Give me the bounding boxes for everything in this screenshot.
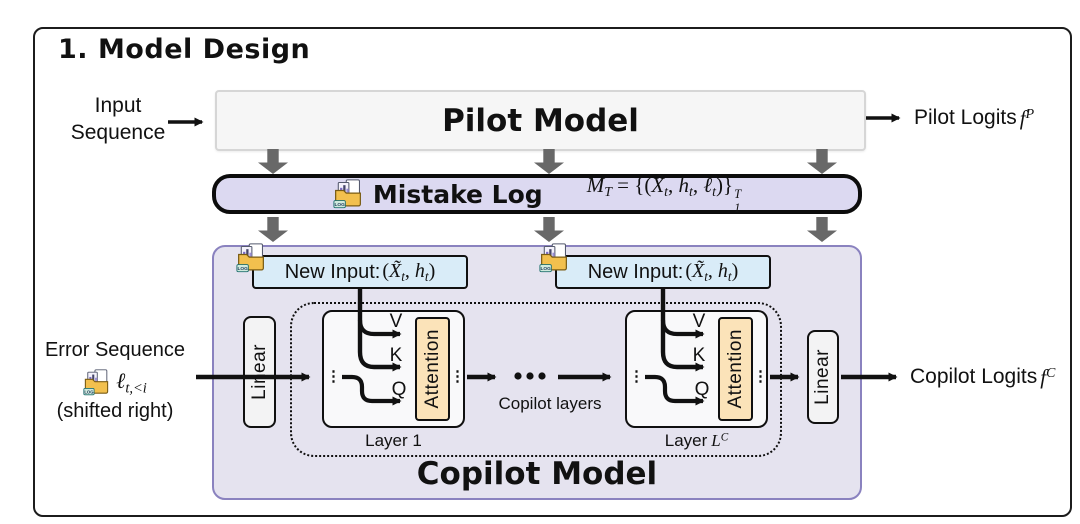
log-folder-icon (236, 243, 264, 273)
attention-box-layer1: Attention (415, 317, 450, 421)
pilot-model-box: Pilot Model (215, 90, 866, 151)
q-label: Q (391, 379, 407, 400)
linear-box-output: Linear (807, 330, 839, 424)
log-folder-icon (333, 179, 361, 209)
copilot-layers-note: Copilot layers (498, 394, 602, 413)
pilot-logits-label: Pilot Logits fP (914, 105, 1035, 130)
q-label: Q (694, 379, 710, 400)
vdots: ⋮ (629, 368, 644, 385)
vdots: ⋮ (326, 368, 341, 385)
error-formula: ℓt,<i (116, 368, 147, 397)
layer-1-label: Layer 1 (365, 431, 422, 450)
v-label: V (692, 311, 706, 332)
log-folder-icon (83, 369, 109, 396)
k-label: K (692, 345, 706, 366)
v-label: V (389, 311, 403, 332)
attention-box-layerLC: Attention (718, 317, 753, 421)
new-input-box-right: New Input: (X̃t, ht) (555, 255, 771, 289)
error-sequence-formula-row: ℓt,<i (30, 368, 200, 397)
input-sequence-label: Input Sequence (70, 94, 166, 144)
log-folder-icon (539, 243, 567, 273)
mistake-log-label: Mistake Log (372, 179, 543, 209)
linear-box-input: Linear (243, 316, 276, 428)
new-input-box-left: New Input: (X̃t, ht) (252, 255, 468, 289)
copilot-logits-label: Copilot Logits fC (910, 364, 1056, 389)
error-sequence-label: Error Sequence (44, 339, 186, 361)
vdots: ⋮ (450, 368, 465, 385)
shifted-right-label: (shifted right) (56, 400, 174, 422)
k-label: K (389, 345, 403, 366)
pilot-model-label: Pilot Model (442, 102, 639, 139)
layer-LC-label: Layer LC (664, 431, 729, 450)
figure-title: 1. Model Design (58, 34, 311, 65)
copilot-layers-dotted-region (290, 302, 782, 457)
vdots: ⋮ (753, 368, 768, 385)
copilot-model-label: Copilot Model (416, 456, 658, 492)
